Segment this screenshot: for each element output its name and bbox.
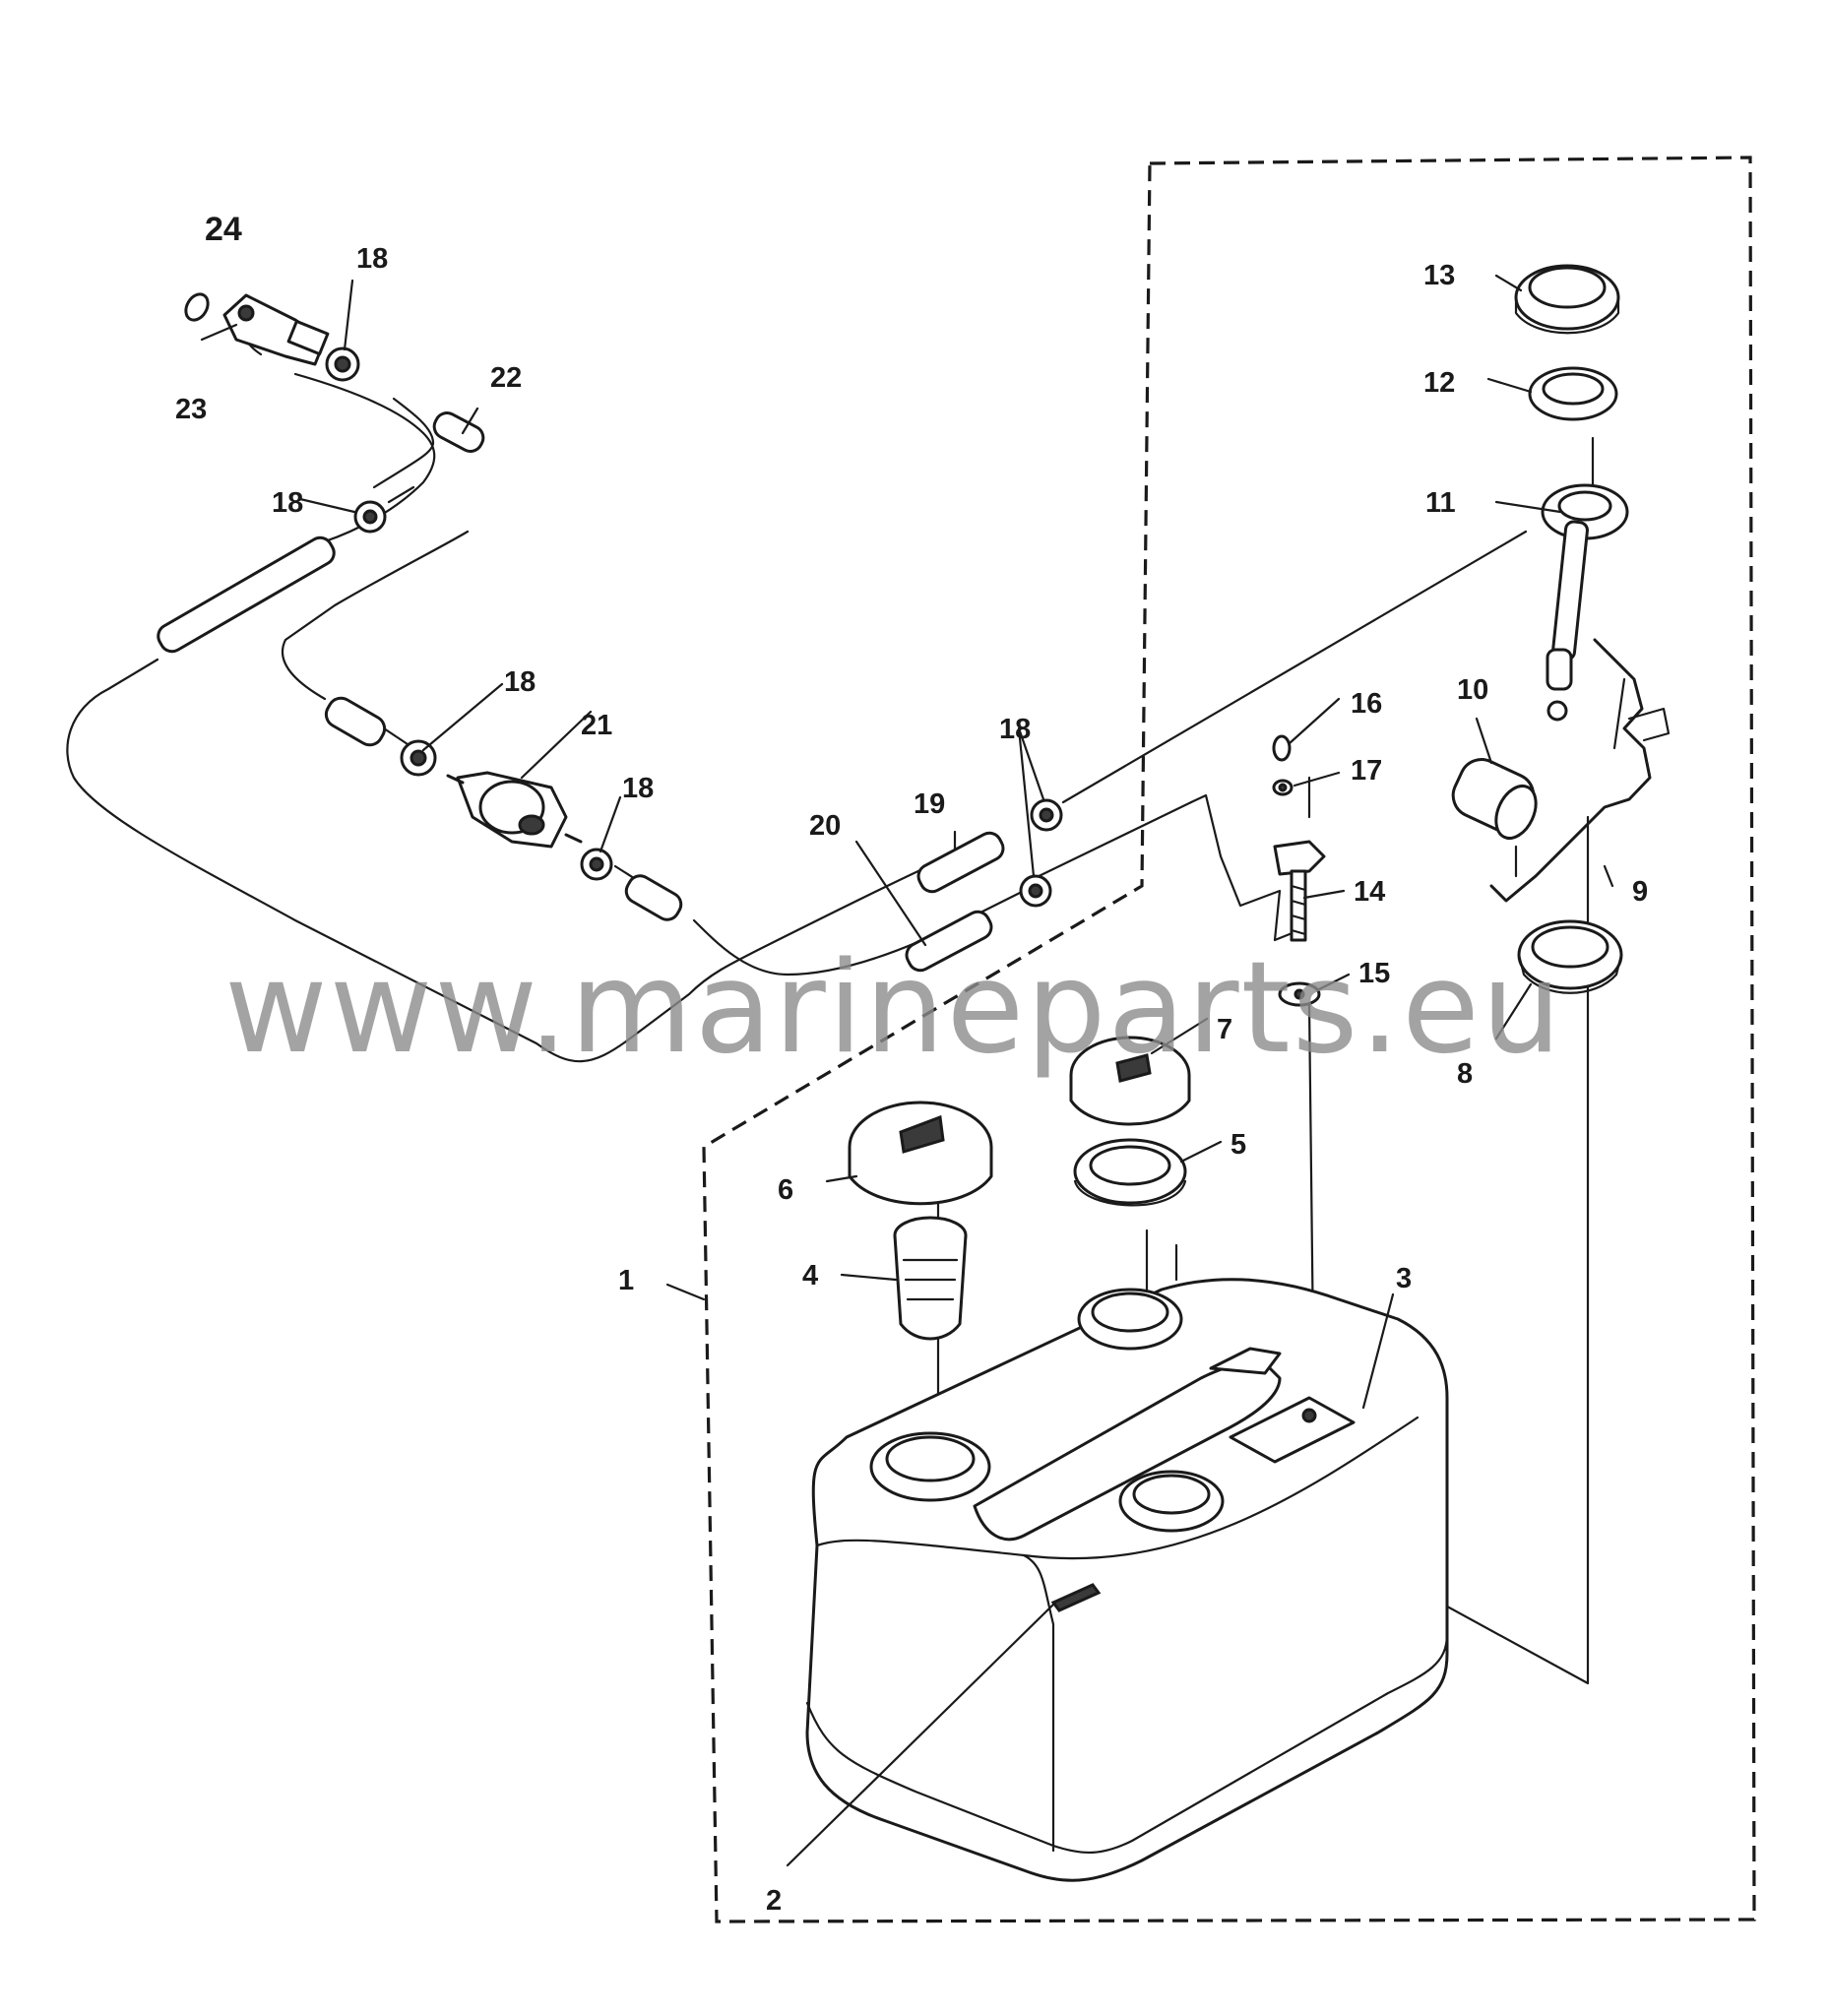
callout-1: 1 [618, 1265, 634, 1296]
part-1-fuel-tank-body [805, 1278, 1449, 1882]
part-6-fuel-cap [848, 1101, 993, 1206]
part-24-o-ring [184, 292, 210, 322]
callout-20: 20 [809, 810, 841, 842]
part-8-gauge-ring [1517, 919, 1623, 994]
part-23-fuel-connector [222, 293, 330, 366]
callout-6: 6 [778, 1174, 793, 1206]
callout-13: 13 [1423, 260, 1455, 291]
part-21-primer-filter [446, 771, 583, 849]
assembly-boundary-dashed [702, 156, 1756, 1923]
callout-15: 15 [1358, 958, 1390, 989]
callout-9: 9 [1632, 876, 1648, 908]
callout-22: 22 [490, 362, 522, 394]
callout-18-mid: 18 [504, 666, 536, 698]
part-18-hose-clamp-right [580, 848, 613, 881]
callout-24: 24 [205, 211, 242, 248]
callout-10: 10 [1457, 674, 1488, 706]
part-7-cap [1069, 1036, 1191, 1126]
part-15-gasket [1278, 981, 1321, 1007]
part-11-fuel-gauge-unit [1541, 483, 1629, 722]
callout-12: 12 [1423, 367, 1455, 399]
part-16-washer [1272, 734, 1292, 762]
callout-18-left: 18 [272, 487, 303, 519]
part-hose-short-segment-2 [624, 874, 683, 921]
fuel-hose-inner-line [281, 397, 1193, 976]
part-hose-long-segment [157, 536, 336, 654]
callout-leaders [200, 274, 1614, 1867]
part-17-washer [1272, 779, 1294, 796]
callout-2: 2 [766, 1885, 782, 1917]
callout-14: 14 [1354, 876, 1385, 908]
callout-7: 7 [1217, 1014, 1232, 1045]
callout-11: 11 [1425, 487, 1456, 519]
part-12-gauge-lens [1528, 366, 1618, 421]
callout-18-top: 18 [356, 243, 388, 275]
callout-16: 16 [1351, 688, 1382, 720]
part-18-hose-clamp-pair [1019, 798, 1063, 908]
part-4-strainer [893, 1216, 968, 1341]
callout-4: 4 [802, 1260, 818, 1292]
callout-3: 3 [1396, 1263, 1412, 1294]
part-22-hose-sleeve [432, 411, 485, 453]
part-14-vent-screw [1273, 840, 1326, 942]
part-19-hose-sleeve [916, 831, 1005, 894]
part-5-cap-ring [1073, 1138, 1187, 1207]
part-18-hose-clamp-mid [400, 739, 437, 777]
callout-18-pair: 18 [999, 714, 1031, 745]
callout-5: 5 [1231, 1129, 1246, 1161]
fuel-hose-outer-line [66, 323, 1528, 1063]
part-10-float [1451, 758, 1538, 840]
part-9-float-arm-bracket [1627, 707, 1671, 742]
vent-line [1189, 793, 1301, 942]
part-13-gauge-cap [1514, 264, 1620, 335]
part-hose-short-segment [324, 696, 387, 747]
watermark: www.marineparts.eu [224, 935, 1563, 1082]
part-9-float-arm [1489, 638, 1652, 903]
callout-19: 19 [914, 788, 945, 820]
callout-18-right: 18 [622, 773, 654, 804]
callout-17: 17 [1351, 755, 1382, 787]
callout-8: 8 [1457, 1058, 1473, 1090]
part-18-hose-clamp-top [325, 346, 360, 382]
part-18-hose-clamp-left [353, 500, 387, 534]
part-20-hose-sleeve [905, 910, 993, 973]
callout-23: 23 [175, 394, 207, 425]
callout-21: 21 [581, 710, 612, 741]
